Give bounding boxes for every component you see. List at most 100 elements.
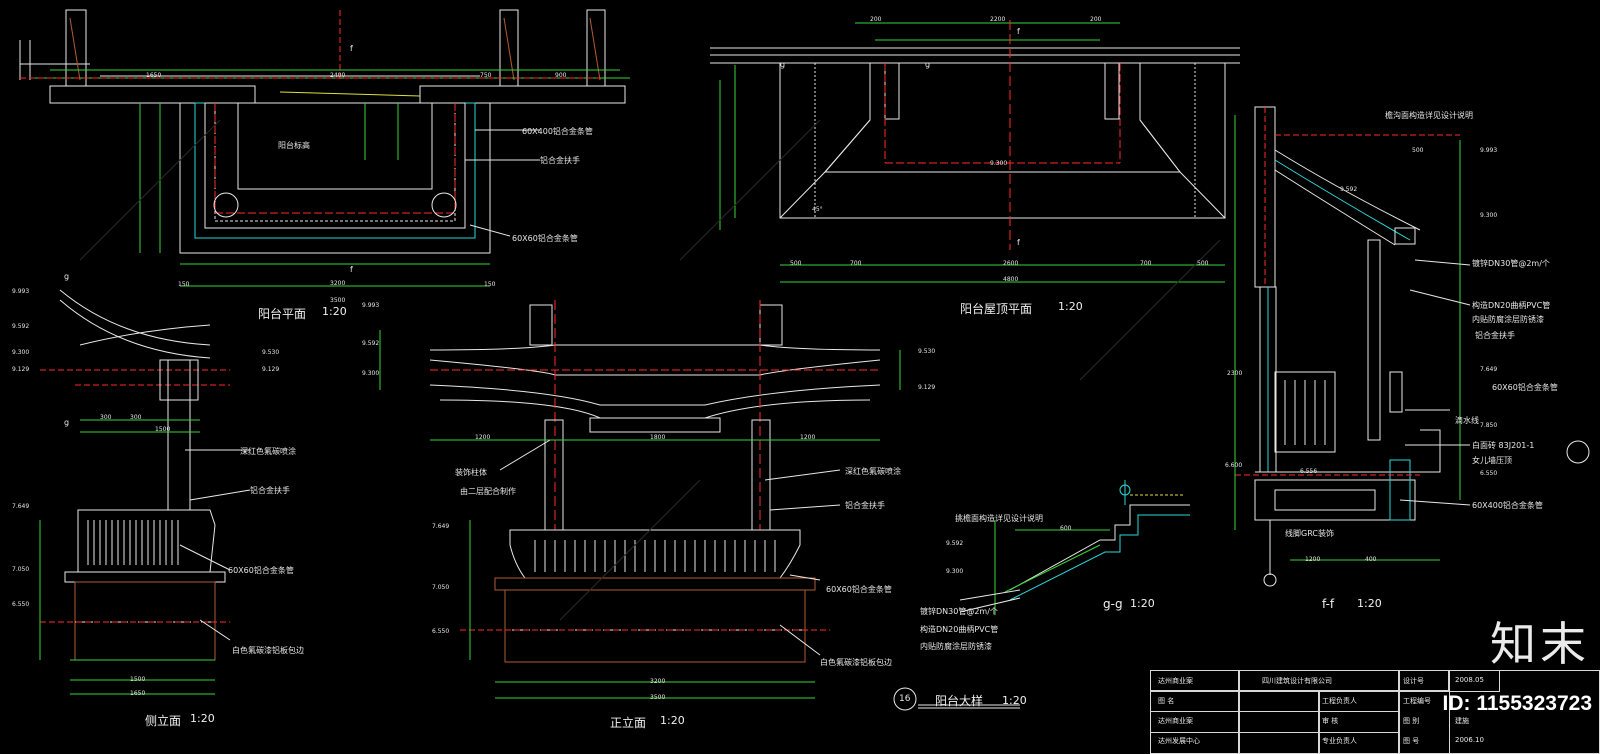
section-g-g: [959, 480, 1190, 615]
elev-side-7649: 7.649: [12, 503, 30, 510]
tb-no: 建施: [1455, 717, 1469, 725]
dim-roof-700a: 700: [850, 260, 862, 267]
note-tube-60x60-ff: 60X60铝合金条管: [1492, 383, 1558, 392]
tb-cell-a: [1398, 670, 1450, 692]
balcony-plan: [19, 9, 630, 287]
side-elevation: [39, 289, 251, 695]
mark-f-roof-top: f: [1017, 27, 1020, 36]
mark-g-side-bot: g: [64, 418, 70, 427]
section-f-f: [1234, 106, 1590, 587]
elev-ff-9993: 9.993: [1480, 147, 1498, 154]
tb-r7: 设计号: [1403, 677, 1424, 685]
mark-g-roof-right: g: [925, 60, 931, 69]
dim-roof-200b: 200: [1090, 16, 1102, 23]
front-elevation: [379, 300, 901, 699]
elev-ff-6600: 6.600: [1225, 462, 1243, 469]
side-elev-title: 侧立面: [145, 714, 182, 728]
balcony-roof-plan: [710, 20, 1240, 283]
tb-r3: 达州发展中心: [1158, 737, 1200, 745]
dim-front-3500: 3500: [650, 694, 666, 701]
detail-number: 16: [899, 694, 911, 704]
dim-ff-400: 400: [1365, 556, 1377, 563]
note-tube-60x400-ff: 60X400铝合金条管: [1472, 501, 1543, 510]
tb-r9: 图 别: [1403, 717, 1420, 725]
dim-ff-1200: 1200: [1305, 556, 1321, 563]
dim-roof-700b: 700: [1140, 260, 1152, 267]
dim-front-1800: 1800: [650, 434, 666, 441]
note-pipe-dn30-gg: 镀锌DN30管@2m/个: [920, 607, 998, 616]
tb-company: 四川建筑设计有限公司: [1262, 677, 1332, 685]
detail-callout: [893, 687, 1020, 711]
tb-r2: 达州商业案: [1158, 717, 1193, 725]
tb-r8: 工程编号: [1403, 697, 1431, 705]
note-tube-60x60-front: 60X60铝合金条管: [826, 585, 892, 594]
dim-roof-200a: 200: [870, 16, 882, 23]
dim-front-1200a: 1200: [475, 434, 491, 441]
elev-front-9129: 9.129: [918, 384, 936, 391]
dim-plan-750: 750: [480, 72, 492, 79]
note-handrail-ff: 铝合金扶手: [1475, 331, 1515, 340]
dim-plan-150a: 150: [178, 281, 190, 288]
dim-front-1200b: 1200: [800, 434, 816, 441]
watermark-id: ID: 1155323723: [1442, 692, 1592, 715]
detail-title: 阳台大样: [935, 694, 984, 708]
note-white-paint-front: 白色氟碳漆铝板包边: [820, 658, 892, 667]
tb-r10: 图 号: [1403, 737, 1420, 745]
dim-side-1650: 1650: [130, 690, 146, 697]
note-pvc-dn20-gg: 构造DN20曲柄PVC管: [920, 625, 999, 634]
dim-side-300b: 300: [130, 414, 142, 421]
tb-r6: 专业负责人: [1322, 737, 1357, 745]
dim-plan-3200: 3200: [330, 280, 346, 287]
tb-cell-b: [1448, 670, 1500, 692]
note-tube-60x60-side: 60X60铝合金条管: [228, 566, 294, 575]
note-handrail: 铝合金扶手: [540, 156, 580, 165]
elev-roof-9300: 9.300: [990, 160, 1008, 167]
note-pvc-dn20-ff: 构造DN20曲柄PVC管: [1472, 301, 1551, 310]
dim-front-3200: 3200: [650, 678, 666, 685]
note-white-paint-side: 白色氟碳漆铝板包边: [232, 646, 304, 655]
dim-roof-500a: 500: [790, 260, 802, 267]
elev-front-9530: 9.530: [918, 348, 936, 355]
elev-ff-7850: 7.850: [1480, 422, 1498, 429]
mark-g-roof-left: g: [780, 60, 786, 69]
dim-plan-2400: 2400: [330, 72, 346, 79]
elev-ff-9300: 9.300: [1480, 212, 1498, 219]
dim-ff-2300: 2300: [1227, 370, 1243, 377]
plan-title: 阳台平面: [258, 307, 307, 321]
watermark-pattern: [79, 119, 1221, 621]
elev-front-7050: 7.050: [432, 584, 450, 591]
elev-ff-9592: 9.592: [1340, 186, 1358, 193]
tb-r5: 审 核: [1322, 717, 1339, 725]
dim-plan-3500: 3500: [330, 297, 346, 304]
note-tube-60x400: 60X400铝合金条管: [522, 127, 593, 136]
elev-side-6550: 6.550: [12, 601, 30, 608]
front-elev-scale: 1:20: [660, 714, 685, 727]
note-handrail-side: 铝合金扶手: [250, 486, 290, 495]
note-roof-detail-gg: 挑檐面构造详见设计说明: [955, 514, 1043, 523]
dim-roof-500b: 500: [1197, 260, 1209, 267]
note-dark-paint-front: 深红色氟碳喷涂: [845, 467, 901, 476]
watermark-brand: 知末: [1490, 617, 1590, 671]
elev-side-9530: 9.530: [262, 349, 280, 356]
section-gg-scale: 1:20: [1130, 597, 1155, 610]
elev-ff-6556: 6.556: [1300, 468, 1318, 475]
front-elev-title: 正立面: [610, 716, 647, 730]
roof-plan-scale: 1:20: [1058, 300, 1083, 313]
elev-gg-9592: 9.592: [946, 540, 964, 547]
tb-date: 2008.05: [1455, 676, 1484, 684]
elev-ff-7649: 7.649: [1480, 366, 1498, 373]
dim-roof-45: 45°: [812, 206, 823, 213]
note-decor-column: 装饰柱体: [455, 468, 487, 477]
elev-ff-6550: 6.550: [1480, 470, 1498, 477]
section-gg-title: g-g: [1103, 597, 1123, 611]
note-handrail-front: 铝合金扶手: [845, 501, 885, 510]
elev-front-7649: 7.649: [432, 523, 450, 530]
elev-side-7050: 7.050: [12, 566, 30, 573]
tb-r4: 工程负责人: [1322, 697, 1357, 705]
dim-side-1500b: 1500: [130, 676, 146, 683]
elev-side-9129b: 9.129: [262, 366, 280, 373]
elev-front-9300: 9.300: [362, 370, 380, 377]
dim-roof-2200: 2200: [990, 16, 1006, 23]
dim-plan-900: 900: [555, 72, 567, 79]
